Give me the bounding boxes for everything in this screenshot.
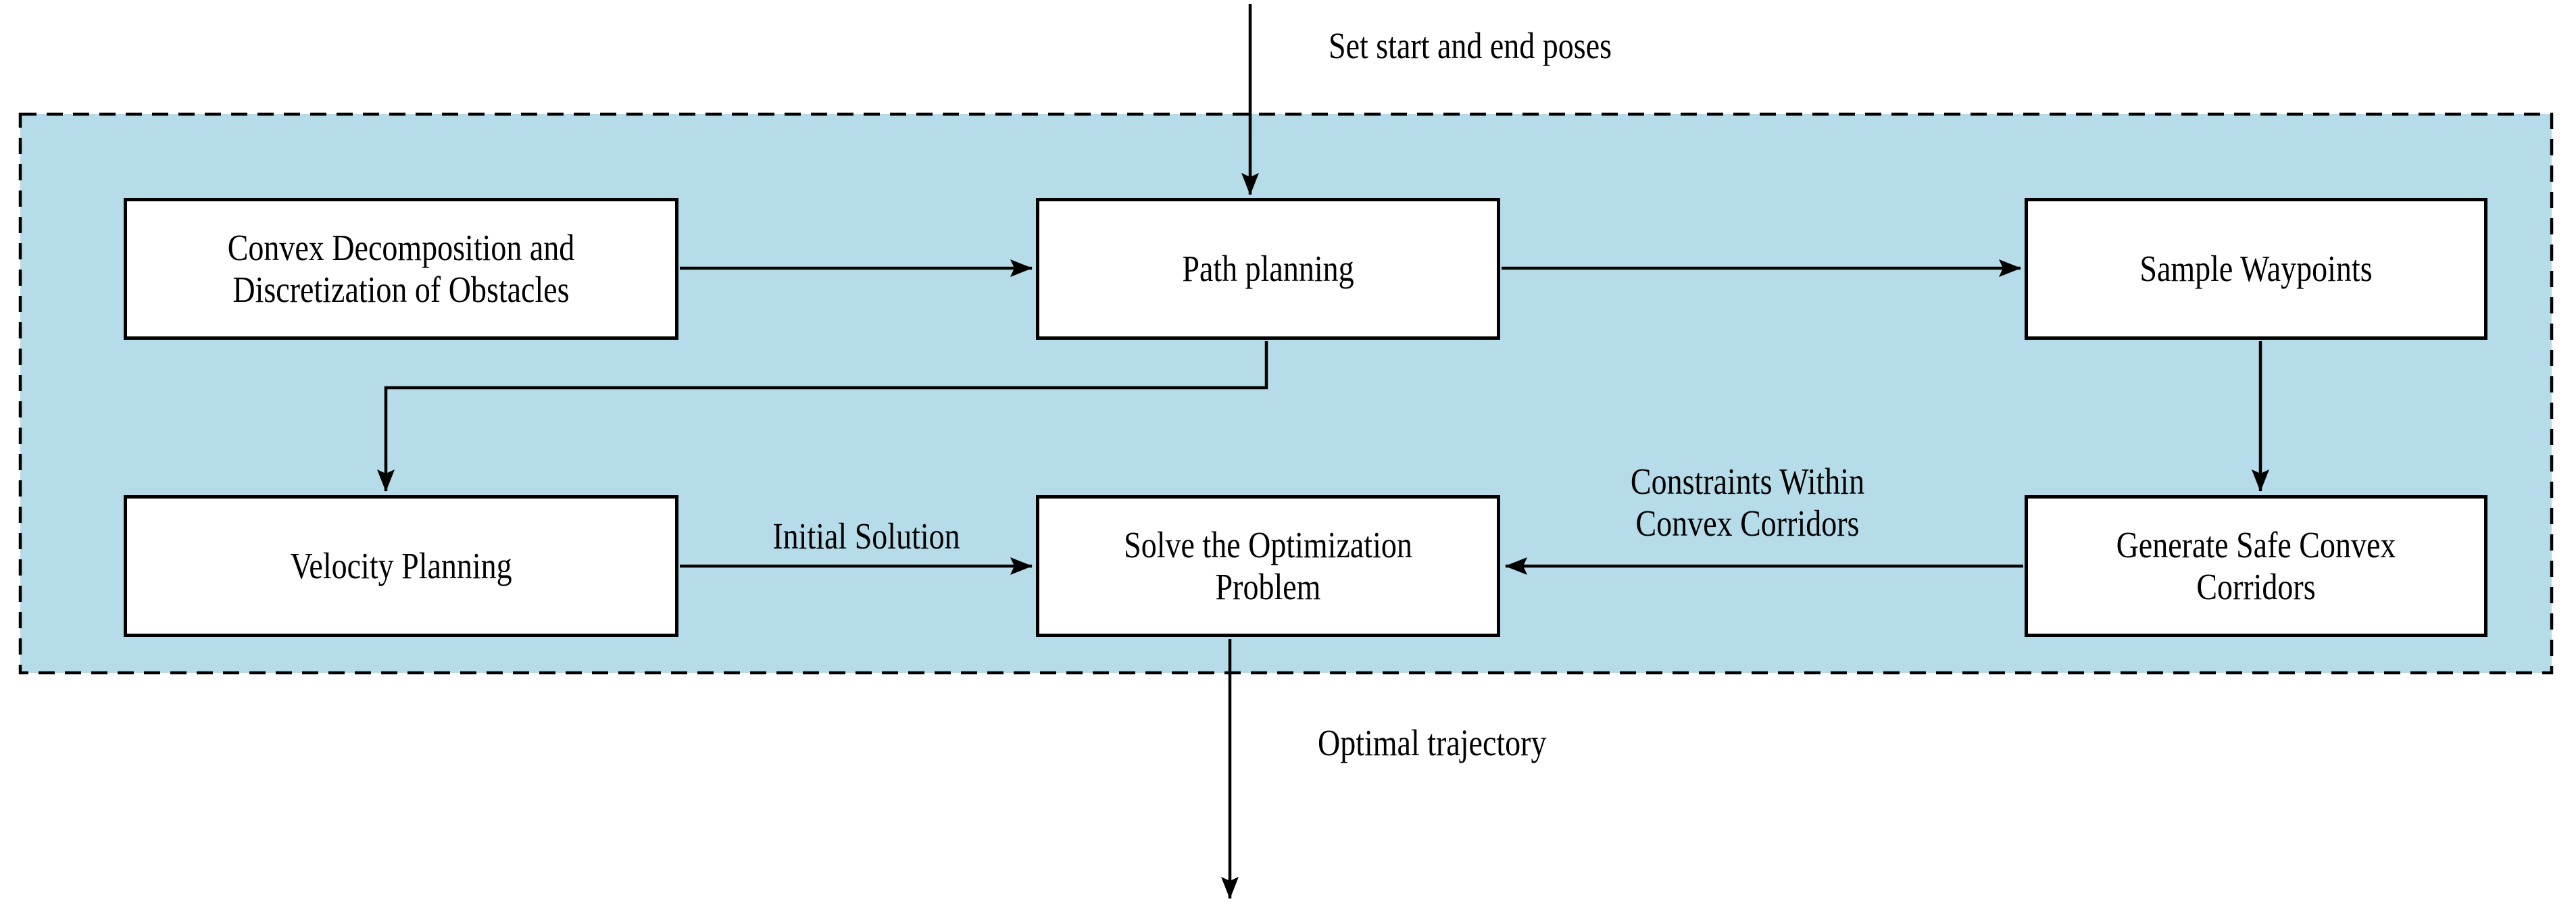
node-text-line: Problem: [1215, 566, 1321, 608]
node-text-line: Velocity Planning: [290, 544, 512, 586]
node-text-line: Corridors: [2196, 566, 2316, 608]
node-generate-corridors: Generate Safe Convex Corridors: [2025, 495, 2487, 637]
node-solve-optimization: Solve the Optimization Problem: [1036, 495, 1500, 637]
node-velocity-planning: Velocity Planning: [124, 495, 678, 637]
node-solve-optimization-label: Solve the Optimization Problem: [1124, 524, 1412, 609]
edge-label-text: Initial Solution: [772, 515, 960, 557]
edge-label-optimal-trajectory: Optimal trajectory: [1318, 721, 1547, 765]
edge-label-text: Constraints Within Convex Corridors: [1631, 461, 1864, 545]
edge-path-planning-to-velocity-planning: [377, 341, 1268, 492]
edge-label-line: Constraints Within: [1630, 460, 1865, 502]
node-path-planning: Path planning: [1036, 198, 1500, 340]
node-text-line: Solve the Optimization: [1124, 524, 1412, 565]
node-text-line: Generate Safe Convex: [2116, 524, 2396, 565]
node-text-line: Sample Waypoints: [2139, 247, 2373, 289]
edge-label-set-poses: Set start and end poses: [1329, 24, 1612, 68]
node-convex-decomposition-label: Convex Decomposition and Discretization …: [228, 227, 575, 311]
node-velocity-planning-label: Velocity Planning: [290, 545, 512, 587]
edge-label-text: Optimal trajectory: [1318, 721, 1547, 763]
edge-label-constraints-within-convex-corridors: Constraints Within Convex Corridors: [1599, 461, 1896, 544]
node-sample-waypoints-label: Sample Waypoints: [2139, 248, 2372, 290]
node-convex-decomposition: Convex Decomposition and Discretization …: [124, 198, 678, 340]
node-text-line: Convex Decomposition and: [227, 226, 575, 268]
edge-label-line: Convex Corridors: [1635, 503, 1860, 544]
edge-label-initial-solution: Initial Solution: [731, 515, 1001, 558]
node-path-planning-label: Path planning: [1182, 248, 1354, 290]
edge-label-text: Set start and end poses: [1329, 24, 1612, 66]
node-text-line: Path planning: [1182, 247, 1354, 289]
node-sample-waypoints: Sample Waypoints: [2025, 198, 2487, 340]
node-generate-corridors-label: Generate Safe Convex Corridors: [2116, 524, 2396, 609]
node-text-line: Discretization of Obstacles: [232, 269, 570, 311]
